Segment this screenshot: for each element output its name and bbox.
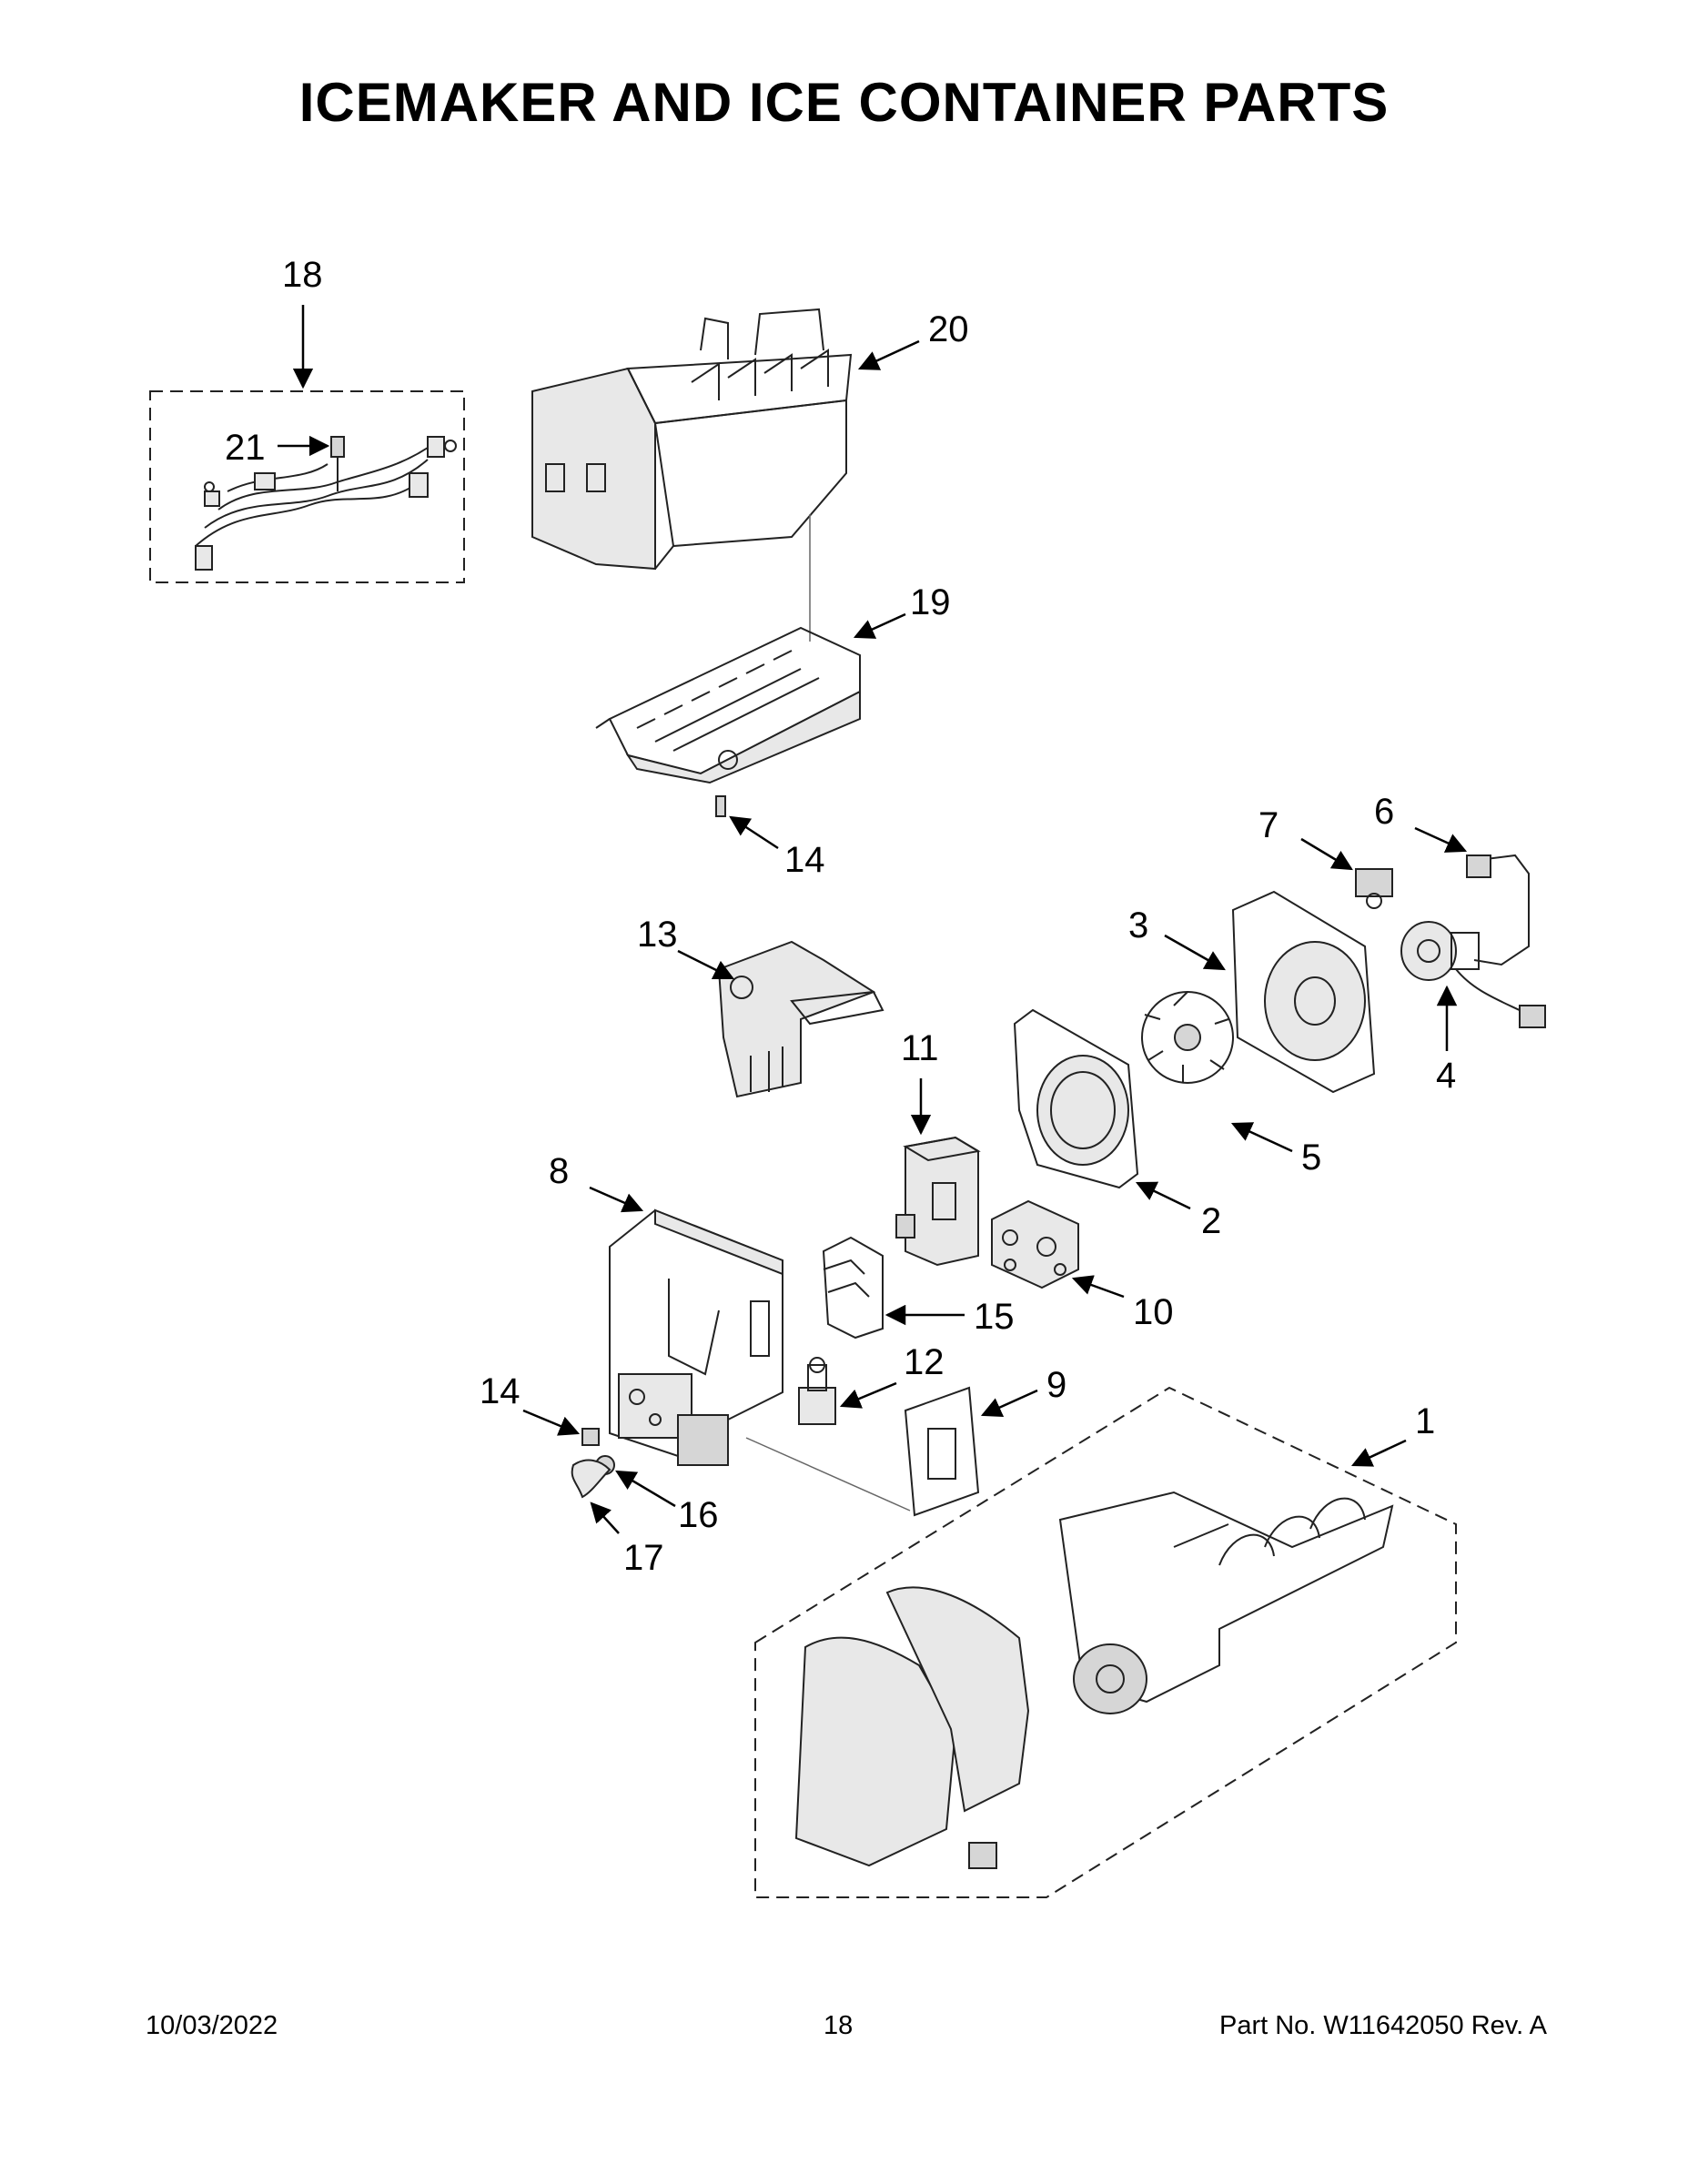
page-title: ICEMAKER AND ICE CONTAINER PARTS <box>298 72 1390 133</box>
callout-label-16: 16 <box>678 1495 719 1535</box>
callout-leader <box>1300 837 1353 871</box>
callout-label-14-upper: 14 <box>784 840 825 880</box>
callout-leader <box>1164 934 1226 971</box>
auger-motor-part <box>991 1199 1079 1289</box>
footer-part-number: Part No. W11642050 Rev. A <box>1218 2011 1547 2040</box>
mounting-bracket-part <box>1466 854 1530 966</box>
callout-label-10: 10 <box>1133 1292 1174 1332</box>
fan-motor-part <box>1400 921 1546 1028</box>
crank-part <box>571 1459 612 1499</box>
callout-label-15: 15 <box>974 1297 1015 1337</box>
callout-label-7: 7 <box>1258 805 1279 845</box>
fan-blade-part <box>1141 991 1234 1084</box>
switch-bracket-part <box>822 1236 884 1340</box>
callout-label-17: 17 <box>623 1538 664 1578</box>
fan-housing-part <box>1231 890 1376 1094</box>
callout-leader <box>857 339 920 370</box>
callout-leader <box>980 1389 1038 1417</box>
callout-label-12: 12 <box>904 1342 945 1382</box>
callout-label-5: 5 <box>1301 1138 1321 1178</box>
callout-label-18: 18 <box>282 255 323 295</box>
callout-leader <box>589 1186 644 1213</box>
callout-leader <box>615 1470 676 1508</box>
ice-container-part <box>754 1386 1457 1898</box>
callout-leader <box>1350 1439 1407 1467</box>
callout-label-11: 11 <box>901 1028 939 1068</box>
callout-label-8: 8 <box>549 1151 569 1191</box>
callout-leader <box>1230 1122 1293 1153</box>
callout-label-14-lower: 14 <box>480 1371 521 1411</box>
callout-leader <box>522 1409 581 1436</box>
dispenser-housing-part <box>609 1208 783 1466</box>
callout-label-20: 20 <box>928 309 969 349</box>
callout-label-1: 1 <box>1415 1401 1435 1441</box>
footer-date: 10/03/2022 <box>146 2011 278 2040</box>
ice-mold-part <box>595 626 861 784</box>
callout-label-19: 19 <box>910 582 951 622</box>
callout-label-6: 6 <box>1374 792 1394 832</box>
callout-label-13: 13 <box>637 915 678 955</box>
callout-leader <box>839 1381 897 1409</box>
switch-housing-part <box>895 1136 981 1267</box>
ice-chute-part <box>717 940 884 1098</box>
callout-label-9: 9 <box>1046 1365 1066 1405</box>
screw-part-upper <box>715 795 726 817</box>
callout-label-2: 2 <box>1201 1201 1221 1241</box>
motor-bracket-part <box>1355 868 1393 909</box>
cover-plate-part <box>745 1386 980 1517</box>
thermistor-part <box>330 436 345 491</box>
callout-label-21: 21 <box>225 428 266 468</box>
callout-leader <box>1135 1181 1191 1210</box>
callout-label-4: 4 <box>1436 1056 1456 1096</box>
callout-leader <box>729 815 779 850</box>
fan-cover-part <box>1013 1008 1139 1189</box>
callout-leader <box>1071 1275 1125 1299</box>
callout-leader <box>677 949 735 980</box>
callout-leader <box>1414 826 1468 853</box>
solenoid-part <box>798 1357 836 1425</box>
callout-leader <box>590 1502 620 1534</box>
screw-part-lower <box>581 1428 600 1446</box>
callout-label-3: 3 <box>1128 905 1148 945</box>
callout-leader <box>853 612 906 639</box>
icemaker-assembly-part <box>531 308 853 642</box>
footer-page-number: 18 <box>824 2011 854 2040</box>
wire-harness-part <box>149 390 465 583</box>
